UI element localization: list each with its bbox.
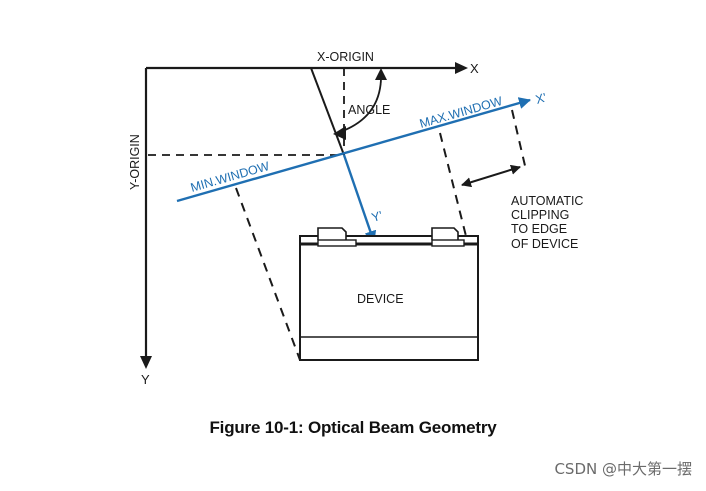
source-watermark: CSDN @中大第一摆 <box>554 460 692 478</box>
clipping-note-line-4: OF DEVICE <box>511 237 578 251</box>
device-right-pad-foot <box>431 239 465 247</box>
x-prime-beam-line <box>176 97 531 203</box>
angle-label: ANGLE <box>348 103 390 117</box>
min-window-boundary-dashed <box>235 187 301 361</box>
device-left-pad-foot <box>317 239 357 247</box>
x-origin-label: X-ORIGIN <box>317 50 374 64</box>
max-window-boundary-dashed-left <box>439 132 468 241</box>
max-window-label: MAX.WINDOW <box>418 94 504 131</box>
y-origin-label: Y-ORIGIN <box>128 134 142 190</box>
rotated-y-reference-line <box>310 67 345 156</box>
x-prime-label: X' <box>534 90 548 106</box>
y-prime-beam-line <box>342 154 377 243</box>
x-axis-label: X <box>470 61 479 76</box>
y-axis-label: Y <box>141 372 150 387</box>
figure-caption: Figure 10-1: Optical Beam Geometry <box>209 418 497 437</box>
y-prime-label: Y' <box>370 208 384 224</box>
clipping-note-line-2: CLIPPING <box>511 208 569 222</box>
clipping-note-line-3: TO EDGE <box>511 222 567 236</box>
x-axis-arrow <box>455 62 468 74</box>
device-label: DEVICE <box>357 292 404 306</box>
y-axis-arrow <box>140 356 152 369</box>
max-window-boundary-dashed-right <box>511 109 527 171</box>
device-body <box>299 235 479 361</box>
angle-arc-arrow-bottom <box>333 126 346 140</box>
angle-arc-arrow-top <box>375 68 387 80</box>
clipping-note-line-1: AUTOMATIC <box>511 194 583 208</box>
clipping-double-arrow <box>461 164 521 188</box>
